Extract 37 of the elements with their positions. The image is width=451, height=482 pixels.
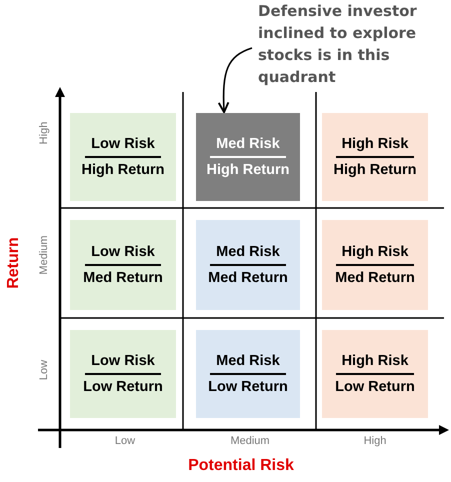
- curved-arrow: [218, 47, 252, 114]
- matrix-cell: [196, 220, 300, 310]
- risk-label: Low Risk: [85, 134, 161, 158]
- return-label: Low Return: [207, 378, 289, 397]
- matrix-cell: [322, 113, 428, 201]
- return-label: High Return: [206, 161, 290, 180]
- axis-tick-label: Low: [38, 360, 50, 380]
- axis-tick-label: High: [38, 122, 50, 144]
- matrix-cell: [70, 330, 176, 418]
- matrix-cell: [322, 220, 428, 310]
- matrix-cell: [70, 113, 176, 201]
- matrix-cell: [70, 220, 176, 310]
- return-label: Med Return: [334, 269, 416, 288]
- return-label: High Return: [80, 161, 166, 180]
- axis-title: Return: [5, 237, 23, 289]
- axis-tick-label: Low: [114, 435, 136, 447]
- risk-label: High Risk: [336, 242, 414, 266]
- matrix-cell: [196, 330, 300, 418]
- return-label: Med Return: [82, 269, 164, 288]
- risk-label: High Risk: [336, 351, 414, 375]
- axis-tick-label: Medium: [38, 235, 50, 275]
- axis-tick-label: Medium: [230, 435, 270, 447]
- risk-label: Low Risk: [85, 351, 161, 375]
- return-label: High Return: [332, 161, 418, 180]
- axis-title: Potential Risk: [188, 457, 294, 475]
- return-label: Low Return: [334, 378, 416, 397]
- matrix-cell: [196, 113, 300, 201]
- risk-label: Low Risk: [85, 242, 161, 266]
- return-label: Low Return: [82, 378, 164, 397]
- risk-label: Med Risk: [210, 351, 286, 375]
- risk-label: Med Risk: [210, 134, 286, 158]
- callout-text: Defensive investor inclined to explore stocks is in this quadrant: [258, 0, 448, 88]
- axis-tick-label: High: [364, 435, 386, 447]
- return-label: Med Return: [207, 269, 289, 288]
- risk-label: High Risk: [336, 134, 414, 158]
- risk-label: Med Risk: [210, 242, 286, 266]
- matrix-cell: [322, 330, 428, 418]
